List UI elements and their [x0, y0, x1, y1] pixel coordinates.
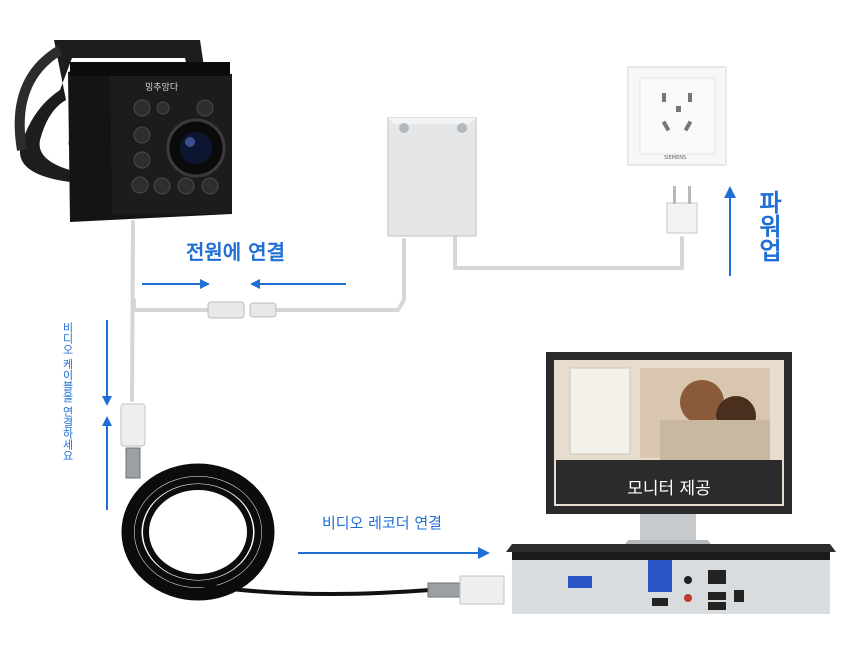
label-power-supply: 파워업: [754, 190, 782, 262]
cable-coil: [121, 463, 275, 601]
plug-body: [666, 202, 698, 234]
ir-led: [177, 177, 195, 195]
monitor: [546, 352, 792, 552]
arrow-head-icon: [478, 547, 490, 559]
screen-person: [680, 380, 724, 424]
adapter-output-cable: [274, 238, 406, 312]
camera-bracket: [19, 40, 206, 182]
ir-led: [133, 99, 151, 117]
socket-slot: [662, 93, 666, 102]
power-adapter: [387, 117, 477, 237]
video-recorder: [506, 544, 836, 614]
socket-inner: [639, 77, 716, 155]
arrows: [102, 186, 736, 559]
socket-slot: [676, 106, 681, 112]
socket-brand: SIEMENS: [664, 155, 687, 161]
power-port: [734, 590, 744, 602]
screen-window: [569, 367, 631, 455]
screen-person-body: [660, 420, 770, 460]
camera: [14, 40, 232, 222]
ir-led: [153, 177, 171, 195]
usb-port: [708, 602, 726, 610]
ir-led: [131, 176, 149, 194]
dc-plug-female: [207, 301, 245, 319]
label-power-connect: 전원에 연결: [186, 240, 285, 264]
ir-led: [201, 177, 219, 195]
dc-connectors: [207, 301, 277, 319]
mount-hole-icon: [457, 123, 467, 133]
vga-plug: [648, 560, 672, 592]
camera-bracket-arc: [14, 45, 63, 151]
adapter-input-cable: [453, 236, 684, 270]
camera-lens-glint: [185, 137, 195, 147]
coil-ring: [143, 484, 253, 580]
label-video-recorder: 비디오 레코더 연결: [322, 514, 442, 532]
dc-plug-male: [249, 302, 277, 318]
hdmi-port: [652, 598, 668, 606]
socket-slot: [683, 120, 693, 132]
camera-brand: 밍추앙다: [145, 83, 179, 93]
monitor-neck: [640, 514, 696, 540]
bnc-connector: [120, 403, 146, 479]
wall-socket: [627, 66, 727, 234]
camera-lens: [180, 132, 212, 164]
ir-led: [196, 99, 214, 117]
plug-pin: [688, 186, 691, 204]
arrow-head-icon: [250, 279, 260, 289]
usb-port: [708, 592, 726, 600]
ir-led: [156, 101, 170, 115]
monitor-caption: 모니터 제공: [627, 479, 711, 499]
coil-end-plug: [459, 575, 505, 605]
bnc-plug: [125, 447, 141, 479]
dc-branch-cable: [132, 298, 212, 312]
adapter-box: [387, 117, 477, 237]
arrow-head-icon: [200, 279, 210, 289]
ir-led: [133, 151, 151, 169]
adapter-face: [388, 118, 476, 124]
coil-ring: [134, 476, 262, 588]
plug-pin: [673, 186, 676, 204]
ir-led: [133, 126, 151, 144]
recorder-top: [506, 544, 836, 552]
mount-hole-icon: [399, 123, 409, 133]
lan-port: [708, 570, 726, 584]
audio-port: [684, 594, 692, 602]
socket-slot: [661, 120, 671, 132]
arrow-head-icon: [102, 396, 112, 406]
camera-top: [70, 62, 230, 76]
arrow-head-icon: [102, 416, 112, 426]
vga-port: [568, 576, 592, 588]
coil-ring: [126, 468, 270, 596]
label-video-cable: 비디오 케이블을 연결하세요: [61, 322, 74, 461]
socket-slot: [688, 93, 692, 102]
monitor-caption-bar: [556, 460, 782, 504]
coil-end-connector: [427, 582, 461, 598]
audio-port: [684, 576, 692, 584]
arrow-head-icon: [724, 186, 736, 198]
cable-junction: [120, 403, 146, 447]
coil-ring: [121, 463, 275, 601]
ir-leds: [131, 99, 219, 195]
